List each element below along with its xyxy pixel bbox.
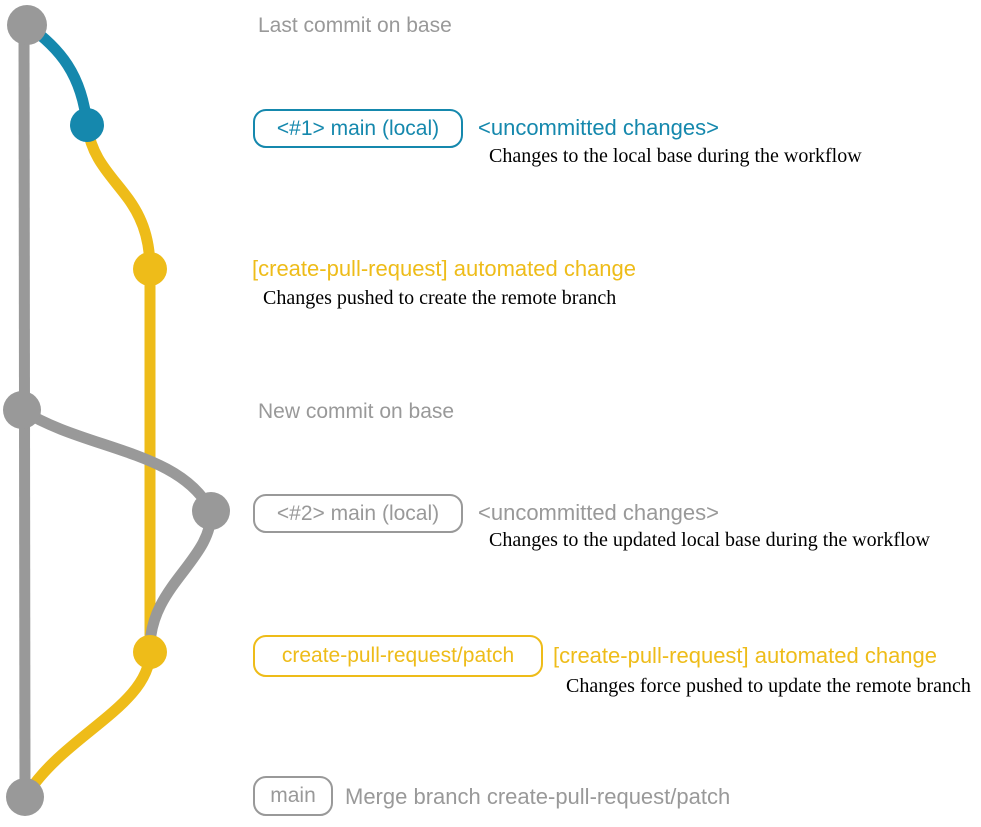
commit-title-merge-branch: Merge branch create-pull-request/patch <box>345 784 731 809</box>
commit-dot-main-local-2 <box>192 492 230 530</box>
commit-caption-updated-local-base-changes: Changes to the updated local base during… <box>489 529 930 551</box>
commit-caption-push-remote-branch: Changes pushed to create the remote bran… <box>263 287 617 309</box>
patch-branch-diverge-line <box>81 119 156 275</box>
commit-caption-force-push-remote-branch: Changes force pushed to update the remot… <box>566 675 971 697</box>
commit-dot-main-local-1 <box>70 108 104 142</box>
branch-graph <box>3 5 230 816</box>
base-update-diverge-line <box>16 404 217 517</box>
commit-dot-automated-change-2 <box>133 635 167 669</box>
annotation-new-commit-on-base: New commit on base <box>258 400 455 423</box>
commit-title-uncommitted-changes-1: <uncommitted changes> <box>478 115 719 140</box>
commit-dot-last-base <box>7 5 47 45</box>
branch-badge-main: main <box>253 776 333 816</box>
commit-dot-new-base <box>3 391 41 429</box>
branch-badge-create-pull-request-patch: create-pull-request/patch <box>253 635 543 677</box>
branch-badge-main-local-2: <#2> main (local) <box>253 494 463 533</box>
commit-title-automated-change-1: [create-pull-request] automated change <box>252 256 637 281</box>
branch-badge-main-local-1: <#1> main (local) <box>253 109 463 148</box>
commit-title-uncommitted-changes-2: <uncommitted changes> <box>478 500 719 525</box>
commit-title-automated-change-2: [create-pull-request] automated change <box>553 643 938 668</box>
base-update-merge-line <box>144 505 217 654</box>
annotation-last-commit-on-base: Last commit on base <box>258 14 452 37</box>
commit-caption-local-base-changes: Changes to the local base during the wor… <box>489 145 862 167</box>
patch-branch-merge-line <box>22 646 156 799</box>
commit-dot-merge <box>6 778 44 816</box>
commit-dot-automated-change-1 <box>133 252 167 286</box>
